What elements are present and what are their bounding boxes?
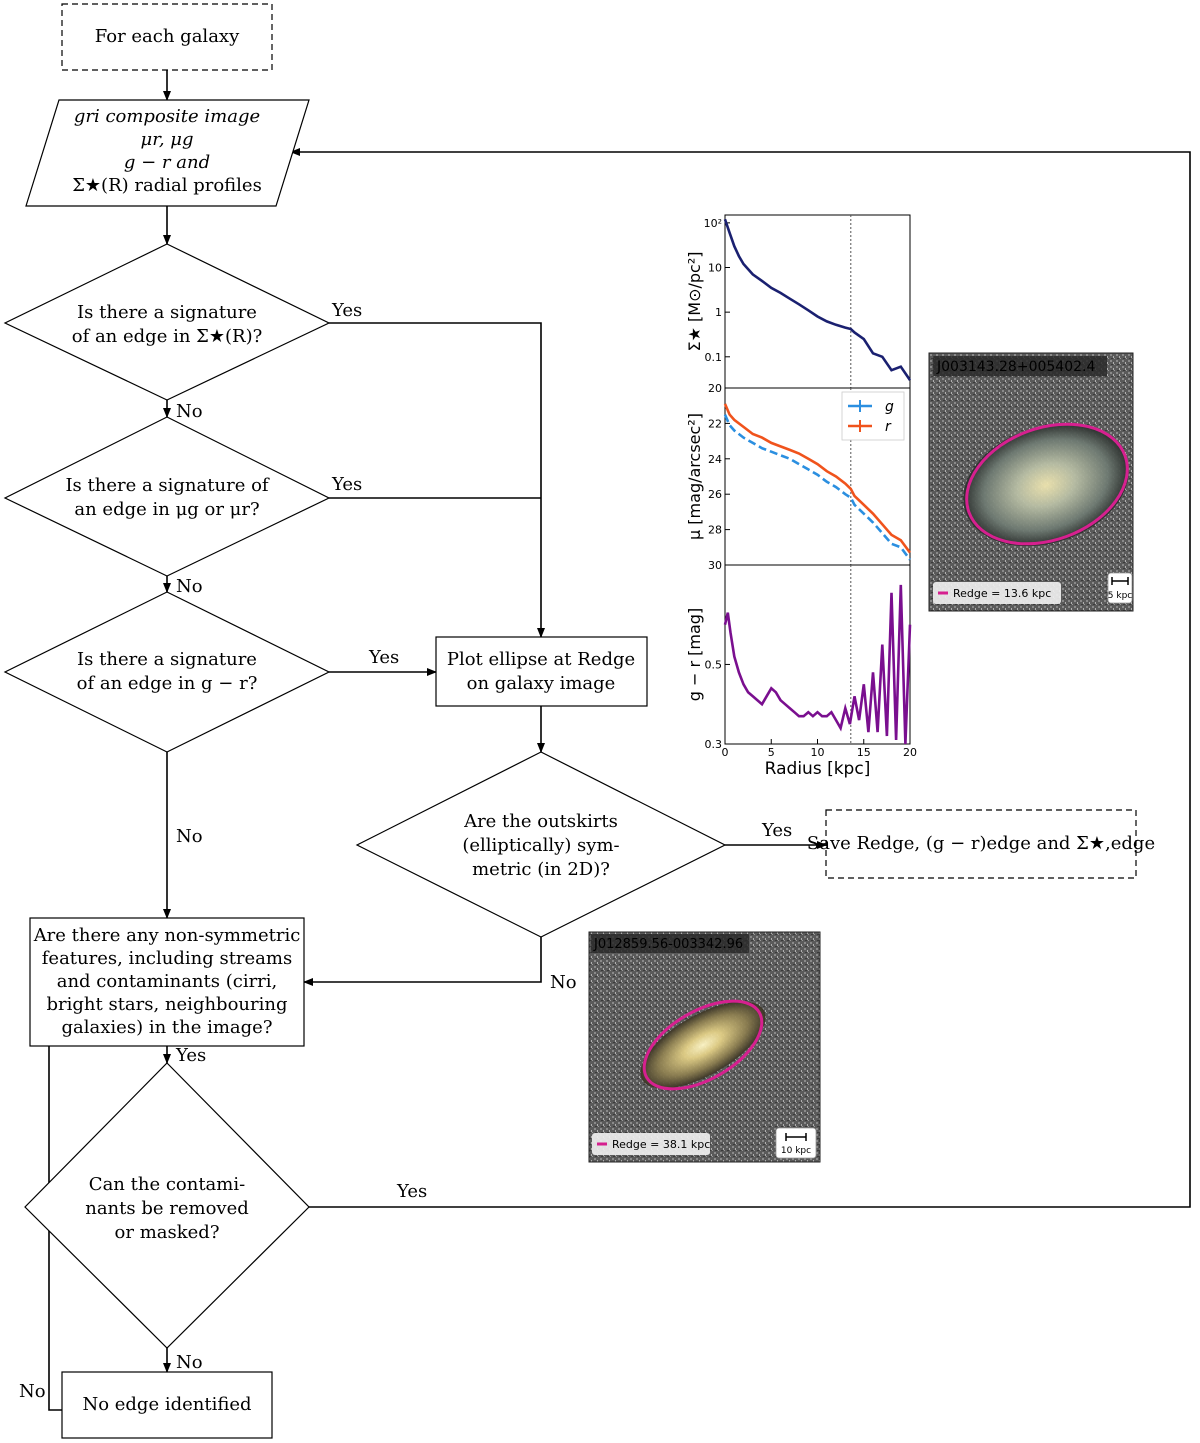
- galaxy-image-2: J012859.56-003342.96 Redge = 38.1 kpc 10…: [588, 931, 821, 1163]
- panel-frame: [724, 214, 911, 389]
- legend-label-g: g: [885, 399, 894, 415]
- svg-text:Is there a signature: Is there a signature: [77, 649, 257, 670]
- svg-text:and contaminants (cirri,: and contaminants (cirri,: [57, 971, 278, 992]
- svg-text:10 kpc: 10 kpc: [781, 1146, 811, 1156]
- label-yes-q6: Yes: [396, 1181, 427, 1202]
- decision-mu-edge: Is there a signature of an edge in μg or…: [3, 416, 331, 577]
- svg-text:Redge = 38.1 kpc: Redge = 38.1 kpc: [612, 1138, 710, 1151]
- x-tick-label: 20: [903, 746, 917, 759]
- edge-ellipse-1: [965, 422, 1129, 546]
- svg-text:bright stars, neighbouring: bright stars, neighbouring: [47, 994, 288, 1015]
- plot-ellipse-node: Plot ellipse at Redge on galaxy image: [435, 636, 648, 707]
- x-tick-label: 0: [722, 746, 729, 759]
- svg-text:of an edge in g − r?: of an edge in g − r?: [77, 673, 258, 694]
- svg-text:μr, μg: μr, μg: [141, 129, 194, 150]
- input-node: gri composite image μr, μg g − r and Σ★(…: [25, 99, 310, 207]
- series-line: [723, 414, 912, 561]
- svg-text:Is there a signature of: Is there a signature of: [65, 475, 269, 496]
- y-tick-label: 10: [708, 262, 722, 275]
- decision-contaminants: Can the contami- nants be removed or mas…: [24, 1062, 310, 1349]
- label-no-q4: No: [550, 972, 577, 993]
- svg-text:Is there a signature: Is there a signature: [77, 302, 257, 323]
- svg-text:galaxies) in the image?: galaxies) in the image?: [62, 1017, 273, 1038]
- svg-text:5 kpc: 5 kpc: [1108, 591, 1133, 601]
- svg-text:an edge in μg or μr?: an edge in μg or μr?: [74, 499, 259, 520]
- series-line: [723, 584, 912, 745]
- radial-profile-charts: 10² 10 1 0.1Σ★ [M⊙/pc²] 20 22 24 26 28 30 μ [mag/a…: [685, 214, 917, 779]
- svg-text:metric (in 2D)?: metric (in 2D)?: [472, 859, 610, 880]
- y-tick-label: 24: [708, 453, 722, 466]
- x-axis-label: Radius [kpc]: [765, 759, 871, 779]
- y-tick-label: 28: [708, 524, 722, 537]
- y-tick-label: 0.3: [705, 738, 723, 751]
- svg-text:g − r and: g − r and: [124, 152, 210, 173]
- svg-text:Can the contami-: Can the contami-: [89, 1174, 245, 1195]
- y-axis-label: μ [mag/arcsec²]: [685, 413, 704, 540]
- series-line: [723, 403, 912, 554]
- svg-text:of an edge in Σ★(R)?: of an edge in Σ★(R)?: [72, 326, 263, 347]
- x-tick-label: 5: [768, 746, 775, 759]
- svg-text:Save Redge, (g − r)edge and Σ★: Save Redge, (g − r)edge and Σ★,edge: [807, 833, 1155, 854]
- end-node: No edge identified: [61, 1371, 273, 1439]
- non-symmetric-node: Are there any non-symmetric features, in…: [29, 917, 305, 1047]
- svg-text:J003143.28+005402.4: J003143.28+005402.4: [936, 359, 1095, 375]
- label-yes-q4: Yes: [761, 820, 792, 841]
- svg-text:(elliptically) sym-: (elliptically) sym-: [462, 835, 619, 856]
- x-tick-label: 10: [811, 746, 825, 759]
- y-tick-label: 0.5: [705, 658, 723, 671]
- svg-text:No edge identified: No edge identified: [82, 1394, 251, 1415]
- connectors: [48, 70, 1191, 1411]
- series-line: [723, 218, 912, 381]
- svg-text:J012859.56-003342.96: J012859.56-003342.96: [593, 937, 743, 952]
- edge-ellipse-2: [642, 999, 764, 1091]
- label-yes-q1: Yes: [331, 300, 362, 321]
- svg-text:gri composite image: gri composite image: [74, 106, 260, 127]
- decision-color-edge: Is there a signature of an edge in g − r…: [3, 591, 331, 753]
- label-no-q6: No: [176, 1352, 203, 1373]
- decision-sigma-edge: Is there a signature of an edge in Σ★(R)…: [3, 243, 331, 401]
- label-yes-q5: Yes: [175, 1045, 206, 1066]
- galaxy-image-1: J003143.28+005402.4 Redge = 13.6 kpc 5 k…: [928, 352, 1134, 612]
- svg-text:on galaxy image: on galaxy image: [467, 673, 616, 694]
- legend-label-r: r: [885, 419, 892, 435]
- y-axis-label: Σ★ [M⊙/pc²]: [685, 252, 704, 352]
- svg-text:features, including streams: features, including streams: [42, 948, 292, 969]
- label-no-q1: No: [176, 401, 203, 422]
- svg-text:or masked?: or masked?: [115, 1222, 220, 1243]
- svg-text:Are there any non-symmetric: Are there any non-symmetric: [33, 925, 301, 946]
- label-yes-q3: Yes: [368, 647, 399, 668]
- svg-text:Σ★(R) radial profiles: Σ★(R) radial profiles: [72, 175, 262, 196]
- label-yes-q2: Yes: [331, 474, 362, 495]
- svg-text:For each galaxy: For each galaxy: [95, 26, 240, 47]
- label-no-q3: No: [176, 826, 203, 847]
- legend-box: [841, 391, 905, 441]
- y-tick-label: 22: [708, 417, 722, 430]
- y-tick-label: 30: [708, 559, 722, 572]
- y-tick-label: 20: [708, 382, 722, 395]
- branch-labels: Yes Yes Yes Yes Yes Yes No No No No No N…: [19, 300, 792, 1402]
- y-tick-label: 1: [715, 306, 722, 319]
- y-axis-label: g − r [mag]: [685, 608, 704, 701]
- label-no-q2: No: [176, 576, 203, 597]
- y-tick-label: 26: [708, 488, 722, 501]
- save-node: Save Redge, (g − r)edge and Σ★,edge: [807, 809, 1155, 879]
- svg-text:Plot ellipse at Redge: Plot ellipse at Redge: [447, 649, 635, 670]
- x-tick-label: 15: [857, 746, 871, 759]
- y-tick-label: 0.1: [705, 351, 723, 364]
- svg-text:nants be removed: nants be removed: [85, 1198, 249, 1219]
- decision-symmetric: Are the outskirts (elliptically) sym- me…: [355, 751, 727, 938]
- y-tick-label: 10²: [704, 217, 722, 230]
- svg-text:Are the outskirts: Are the outskirts: [463, 811, 618, 832]
- svg-text:Redge = 13.6 kpc: Redge = 13.6 kpc: [953, 587, 1051, 600]
- label-no-q5: No: [19, 1381, 46, 1402]
- start-node: For each galaxy: [61, 3, 273, 71]
